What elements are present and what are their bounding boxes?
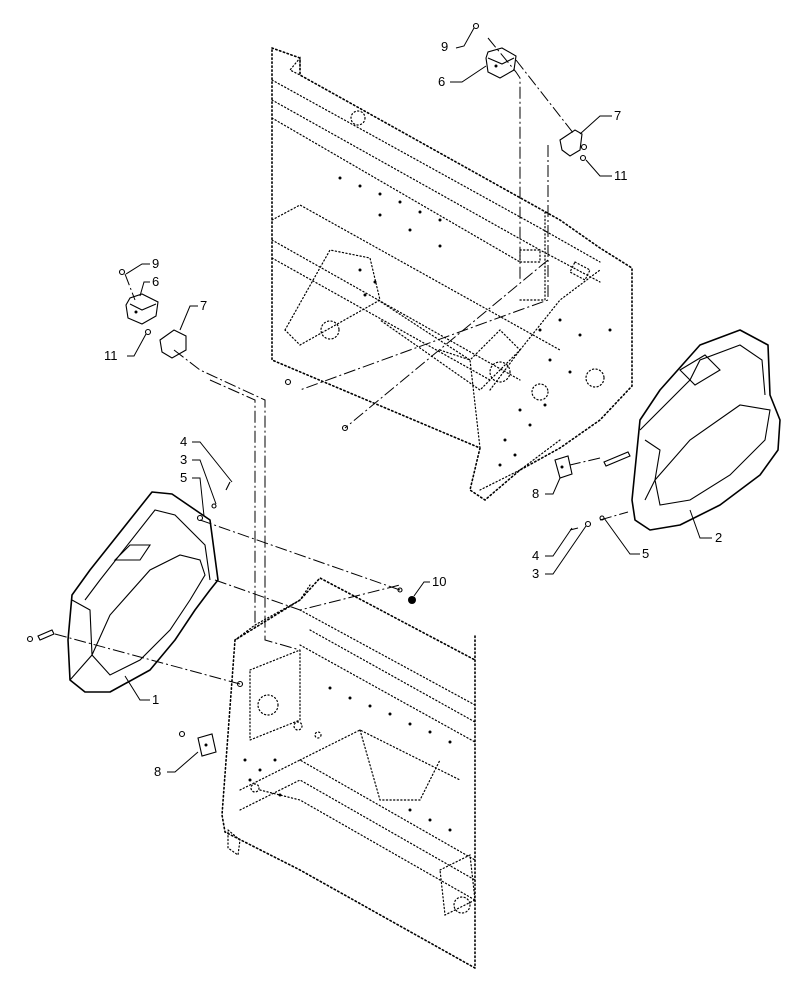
callout-5-left: 5 xyxy=(180,470,187,485)
left-shield-panel xyxy=(67,491,219,693)
upper-right-bracket-hardware xyxy=(472,22,588,162)
callout-10-center: 10 xyxy=(432,574,446,589)
callout-7-upper-left: 7 xyxy=(200,298,207,313)
callout-9-upper-left: 9 xyxy=(152,256,159,271)
callout-11-upper-right: 11 xyxy=(614,168,628,183)
callout-6-upper-left: 6 xyxy=(152,274,159,289)
upper-left-bracket-hardware xyxy=(118,268,187,359)
callout-4-left: 4 xyxy=(180,434,187,449)
callout-4-right: 4 xyxy=(532,548,539,563)
upper-frame-assembly xyxy=(271,46,633,502)
callout-labels: 9 6 7 11 9 6 7 11 4 3 5 10 1 2 8 4 3 5 8 xyxy=(104,39,722,779)
callout-3-left: 3 xyxy=(180,452,187,467)
callout-leaders xyxy=(124,27,712,773)
callout-7-upper-right: 7 xyxy=(614,108,621,123)
callout-1-left-panel: 1 xyxy=(152,692,159,707)
callout-6-upper-right: 6 xyxy=(438,74,445,89)
callout-3-right: 3 xyxy=(532,566,539,581)
callout-5-right: 5 xyxy=(642,546,649,561)
right-shield-panel xyxy=(631,329,781,531)
lower-frame-assembly xyxy=(221,577,476,970)
callout-8-right: 8 xyxy=(532,486,539,501)
misc-hardware xyxy=(26,378,631,757)
assembly-centerlines xyxy=(54,37,629,685)
callout-11-upper-left: 11 xyxy=(104,348,118,363)
callout-2-right-panel: 2 xyxy=(715,530,722,545)
callout-8-lower: 8 xyxy=(154,764,161,779)
callout-9-upper-right: 9 xyxy=(441,39,448,54)
